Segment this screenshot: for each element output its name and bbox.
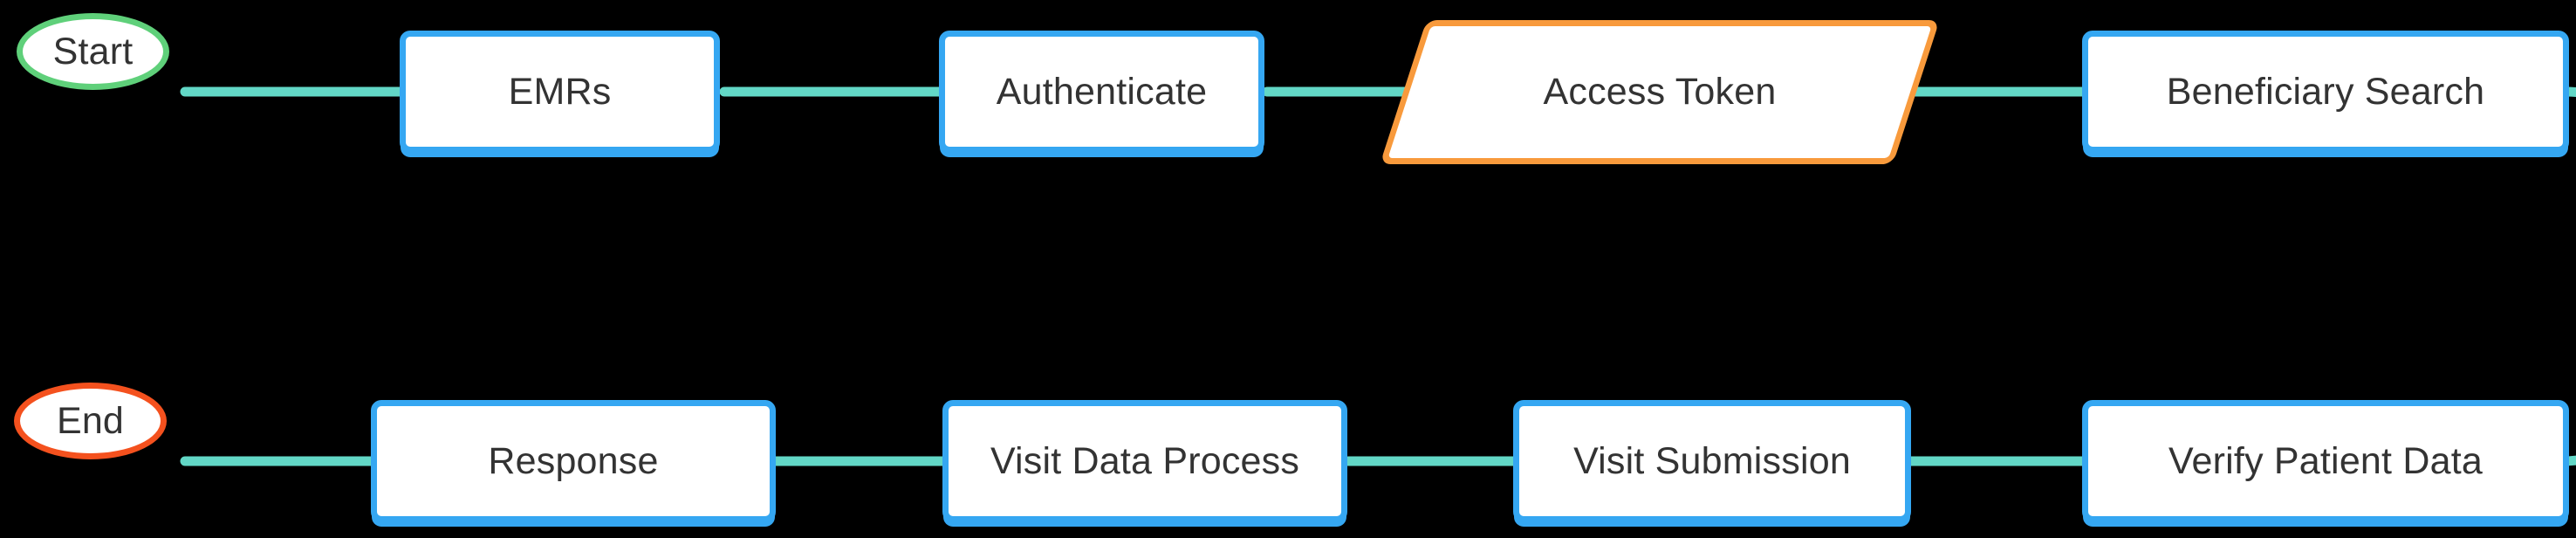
node-verify-patient-data-label: Verify Patient Data — [2168, 439, 2483, 482]
node-visit-submission[interactable]: Visit Submission — [1513, 400, 1911, 522]
node-end-label: End — [56, 399, 125, 442]
node-beneficiary-search[interactable]: Beneficiary Search — [2082, 31, 2569, 153]
node-visit-data-process-label: Visit Data Process — [990, 439, 1300, 482]
node-start[interactable]: Start — [17, 13, 169, 90]
node-start-label: Start — [52, 30, 134, 72]
node-access-token[interactable]: Access Token — [1380, 20, 1940, 164]
node-emrs-label: EMRs — [508, 70, 612, 113]
node-response[interactable]: Response — [371, 400, 776, 522]
node-beneficiary-search-label: Beneficiary Search — [2166, 70, 2485, 113]
node-verify-patient-data[interactable]: Verify Patient Data — [2082, 400, 2569, 522]
node-visit-submission-label: Visit Submission — [1573, 439, 1851, 482]
node-authenticate-label: Authenticate — [996, 70, 1208, 113]
node-response-label: Response — [488, 439, 659, 482]
node-authenticate[interactable]: Authenticate — [939, 31, 1264, 153]
node-end[interactable]: End — [14, 383, 167, 459]
node-visit-data-process[interactable]: Visit Data Process — [942, 400, 1347, 522]
node-emrs[interactable]: EMRs — [400, 31, 720, 153]
node-access-token-shape — [1380, 20, 1940, 164]
